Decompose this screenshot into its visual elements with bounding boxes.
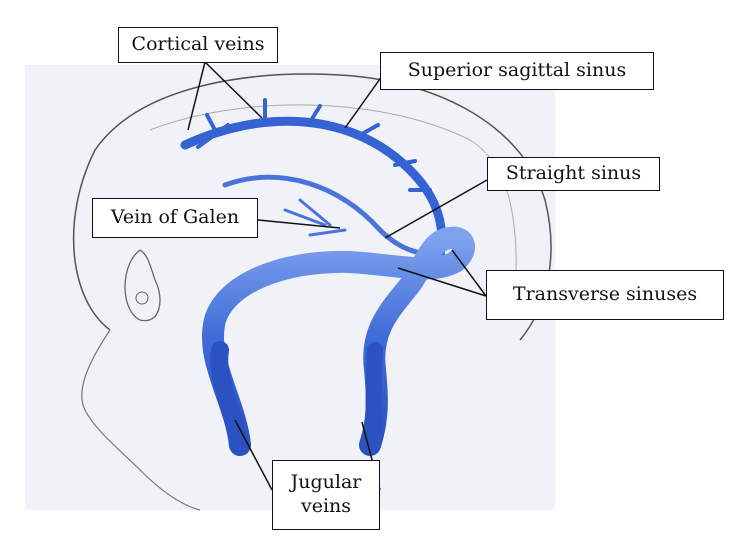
label-transverse-sinuses: Transverse sinuses xyxy=(486,270,724,320)
brain-outline xyxy=(149,104,517,301)
jugular-vein-left xyxy=(210,341,247,454)
label-vein-of-galen: Vein of Galen xyxy=(92,198,258,238)
label-jugular-veins: Jugular veins xyxy=(272,460,380,530)
superior-sagittal-sinus-vessel xyxy=(180,116,447,260)
illustration-background xyxy=(25,65,555,510)
veins xyxy=(180,98,475,456)
ear-canal xyxy=(135,291,149,305)
label-straight-sinus: Straight sinus xyxy=(487,157,660,191)
label-jugular-line2: veins xyxy=(300,495,352,517)
label-superior-sagittal-sinus: Superior sagittal sinus xyxy=(380,52,654,90)
label-jugular-line1: Jugular xyxy=(290,471,362,494)
cortical-veins-vessels xyxy=(196,98,432,192)
jugular-vein-right xyxy=(362,342,383,453)
face-outline xyxy=(81,329,201,511)
skull-outline xyxy=(72,73,552,341)
galen-tributaries xyxy=(283,198,347,237)
vein-of-galen-vessel xyxy=(222,174,443,258)
label-cortical-veins: Cortical veins xyxy=(118,27,278,63)
ear-icon xyxy=(124,249,161,322)
